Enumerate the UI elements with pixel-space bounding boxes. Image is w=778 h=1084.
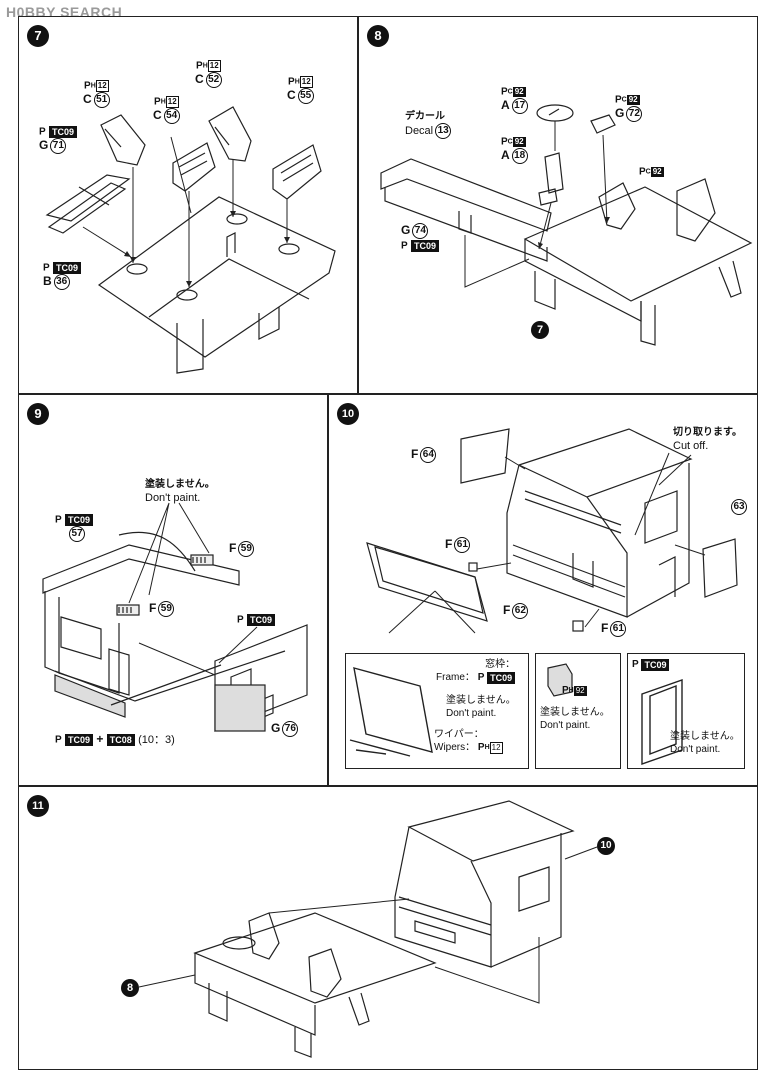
part-g71: [45, 174, 131, 234]
small-part-f61b: [572, 620, 584, 632]
lamp-detail-drawing: [547, 663, 573, 697]
step-9-illustration: [42, 502, 308, 732]
lower-skirt: [54, 664, 222, 718]
side-window-detail-drawing: [641, 679, 683, 765]
chassis-assembly-8: [193, 912, 437, 1058]
step-11-number: 11: [27, 795, 49, 817]
steering-wheel-a17: [536, 104, 574, 122]
cut-off-note: 切り取ります。 Cut off.: [673, 427, 742, 452]
windshield-part-f62: [366, 542, 488, 622]
rail-57: [118, 531, 196, 572]
seat-part-c55: [272, 144, 322, 200]
frame-note: 窓枠： Frame： P TC09: [436, 659, 516, 684]
step-11-panel: 11 10 8: [18, 786, 758, 1070]
part-f59-lower: [116, 604, 140, 616]
seat-part-c52: [208, 106, 252, 162]
ref-step-8: 8: [121, 979, 139, 997]
inset3-paint-code: P TC09: [632, 658, 670, 671]
seat-part-c51: [100, 114, 146, 166]
callout-p63: 63: [729, 499, 747, 515]
small-part-f61a: [468, 562, 478, 572]
inset-side-window-detail: P TC09 塗装しません。 Don't paint.: [627, 653, 745, 769]
step-8-illustration: [380, 104, 753, 346]
inset2-no-paint: 塗装しません。 Don't paint.: [540, 707, 610, 731]
no-paint-note: 塗装しません。 Don't paint.: [145, 479, 215, 504]
window-part-f64: [460, 428, 510, 484]
step-9-number: 9: [27, 403, 49, 425]
step-10-illustration: [366, 428, 738, 634]
seat-g72-small: [590, 114, 616, 134]
cab-shell: [506, 428, 693, 618]
inset3-no-paint: 塗装しません。 Don't paint.: [670, 731, 740, 755]
part-f59-upper: [190, 554, 214, 566]
windshield-detail-drawing: [349, 667, 433, 757]
seat-part-c54: [172, 142, 216, 192]
step-10-number: 10: [337, 403, 359, 425]
dashboard-part: [380, 158, 552, 262]
step-7-number: 7: [27, 25, 49, 47]
callout-tc09-side: P TC09: [237, 613, 276, 626]
step-11-illustration: [138, 800, 598, 1058]
steering-column-a18: [538, 152, 564, 206]
paint-mix-note: P TC09 + TC08 (10：3): [55, 732, 175, 747]
ref-step-10: 10: [597, 837, 615, 855]
inset-windshield-detail: 窓枠： Frame： P TC09 塗装しません。 Don't paint. ワ…: [345, 653, 529, 769]
floor-base-b36: [97, 196, 336, 374]
floor-assembly: [523, 178, 753, 346]
step-8-number: 8: [367, 25, 389, 47]
cab-rear-wall: [214, 624, 308, 732]
side-window-p63: [702, 538, 738, 598]
cab-assembly-10: [394, 800, 575, 968]
cab-floor-frame: [42, 544, 286, 702]
inset1-no-paint: 塗装しません。 Don't paint.: [446, 695, 516, 719]
ref-step-7: 7: [531, 321, 549, 339]
step-7-illustration: [45, 106, 336, 374]
callout-p57: P TC09 57: [55, 513, 94, 543]
